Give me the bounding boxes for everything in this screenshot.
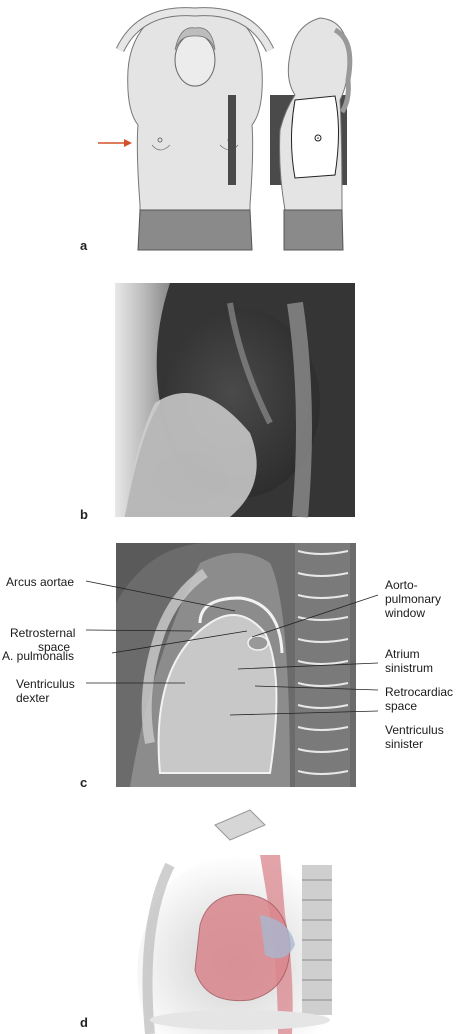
- label-ventriculus-sinister: Ventriculus sinister: [385, 723, 444, 751]
- lateral-view-figure: [270, 17, 353, 251]
- beam-direction-arrow: [98, 139, 132, 147]
- label-arcus-aortae: Arcus aortae: [6, 575, 75, 589]
- rendered-left-atrium: [260, 915, 295, 959]
- label-a-pulmonalis: A. pulmonalis: [2, 649, 75, 663]
- panel-d-rendering: d: [80, 805, 380, 1034]
- label-aorto-pulmonary-window: Aorto- pulmonary window: [385, 578, 442, 620]
- label-retrocardiac-space: Retrocardiac space: [385, 685, 454, 713]
- rendered-spine: [302, 865, 332, 1015]
- panel-letter-d: d: [80, 1015, 88, 1030]
- aortic-arch: [198, 596, 284, 654]
- panel-letter-c: c: [80, 775, 88, 790]
- schematic-diagram: [85, 543, 379, 787]
- panel-c-schematic: Arcus aortae Retrosternal space A. pulmo…: [0, 543, 463, 793]
- clavicle: [214, 809, 266, 841]
- heart-rendering: [137, 809, 332, 1034]
- lateral-radiograph: [115, 283, 355, 518]
- panel-b-xray: b: [80, 283, 380, 523]
- label-ventriculus-dexter: Ventriculus dexter: [16, 677, 75, 705]
- positioning-illustration: [98, 7, 353, 251]
- detector-plate: [228, 95, 236, 185]
- rendered-diaphragm: [150, 1010, 330, 1030]
- label-retrosternal-space: Retrosternal space: [10, 626, 76, 654]
- aorto-pulmonary-window-shape: [247, 635, 269, 651]
- panel-letter-b: b: [80, 507, 88, 522]
- heart-silhouette: [157, 614, 278, 774]
- panel-a-positioning: a: [80, 0, 450, 255]
- leader-lines: [85, 580, 379, 716]
- front-view-figure: [115, 7, 275, 251]
- panel-letter-a: a: [80, 238, 88, 253]
- rendered-sternum: [142, 862, 175, 1034]
- label-atrium-sinistrum: Atrium sinistrum: [385, 647, 434, 675]
- sternum: [141, 568, 208, 744]
